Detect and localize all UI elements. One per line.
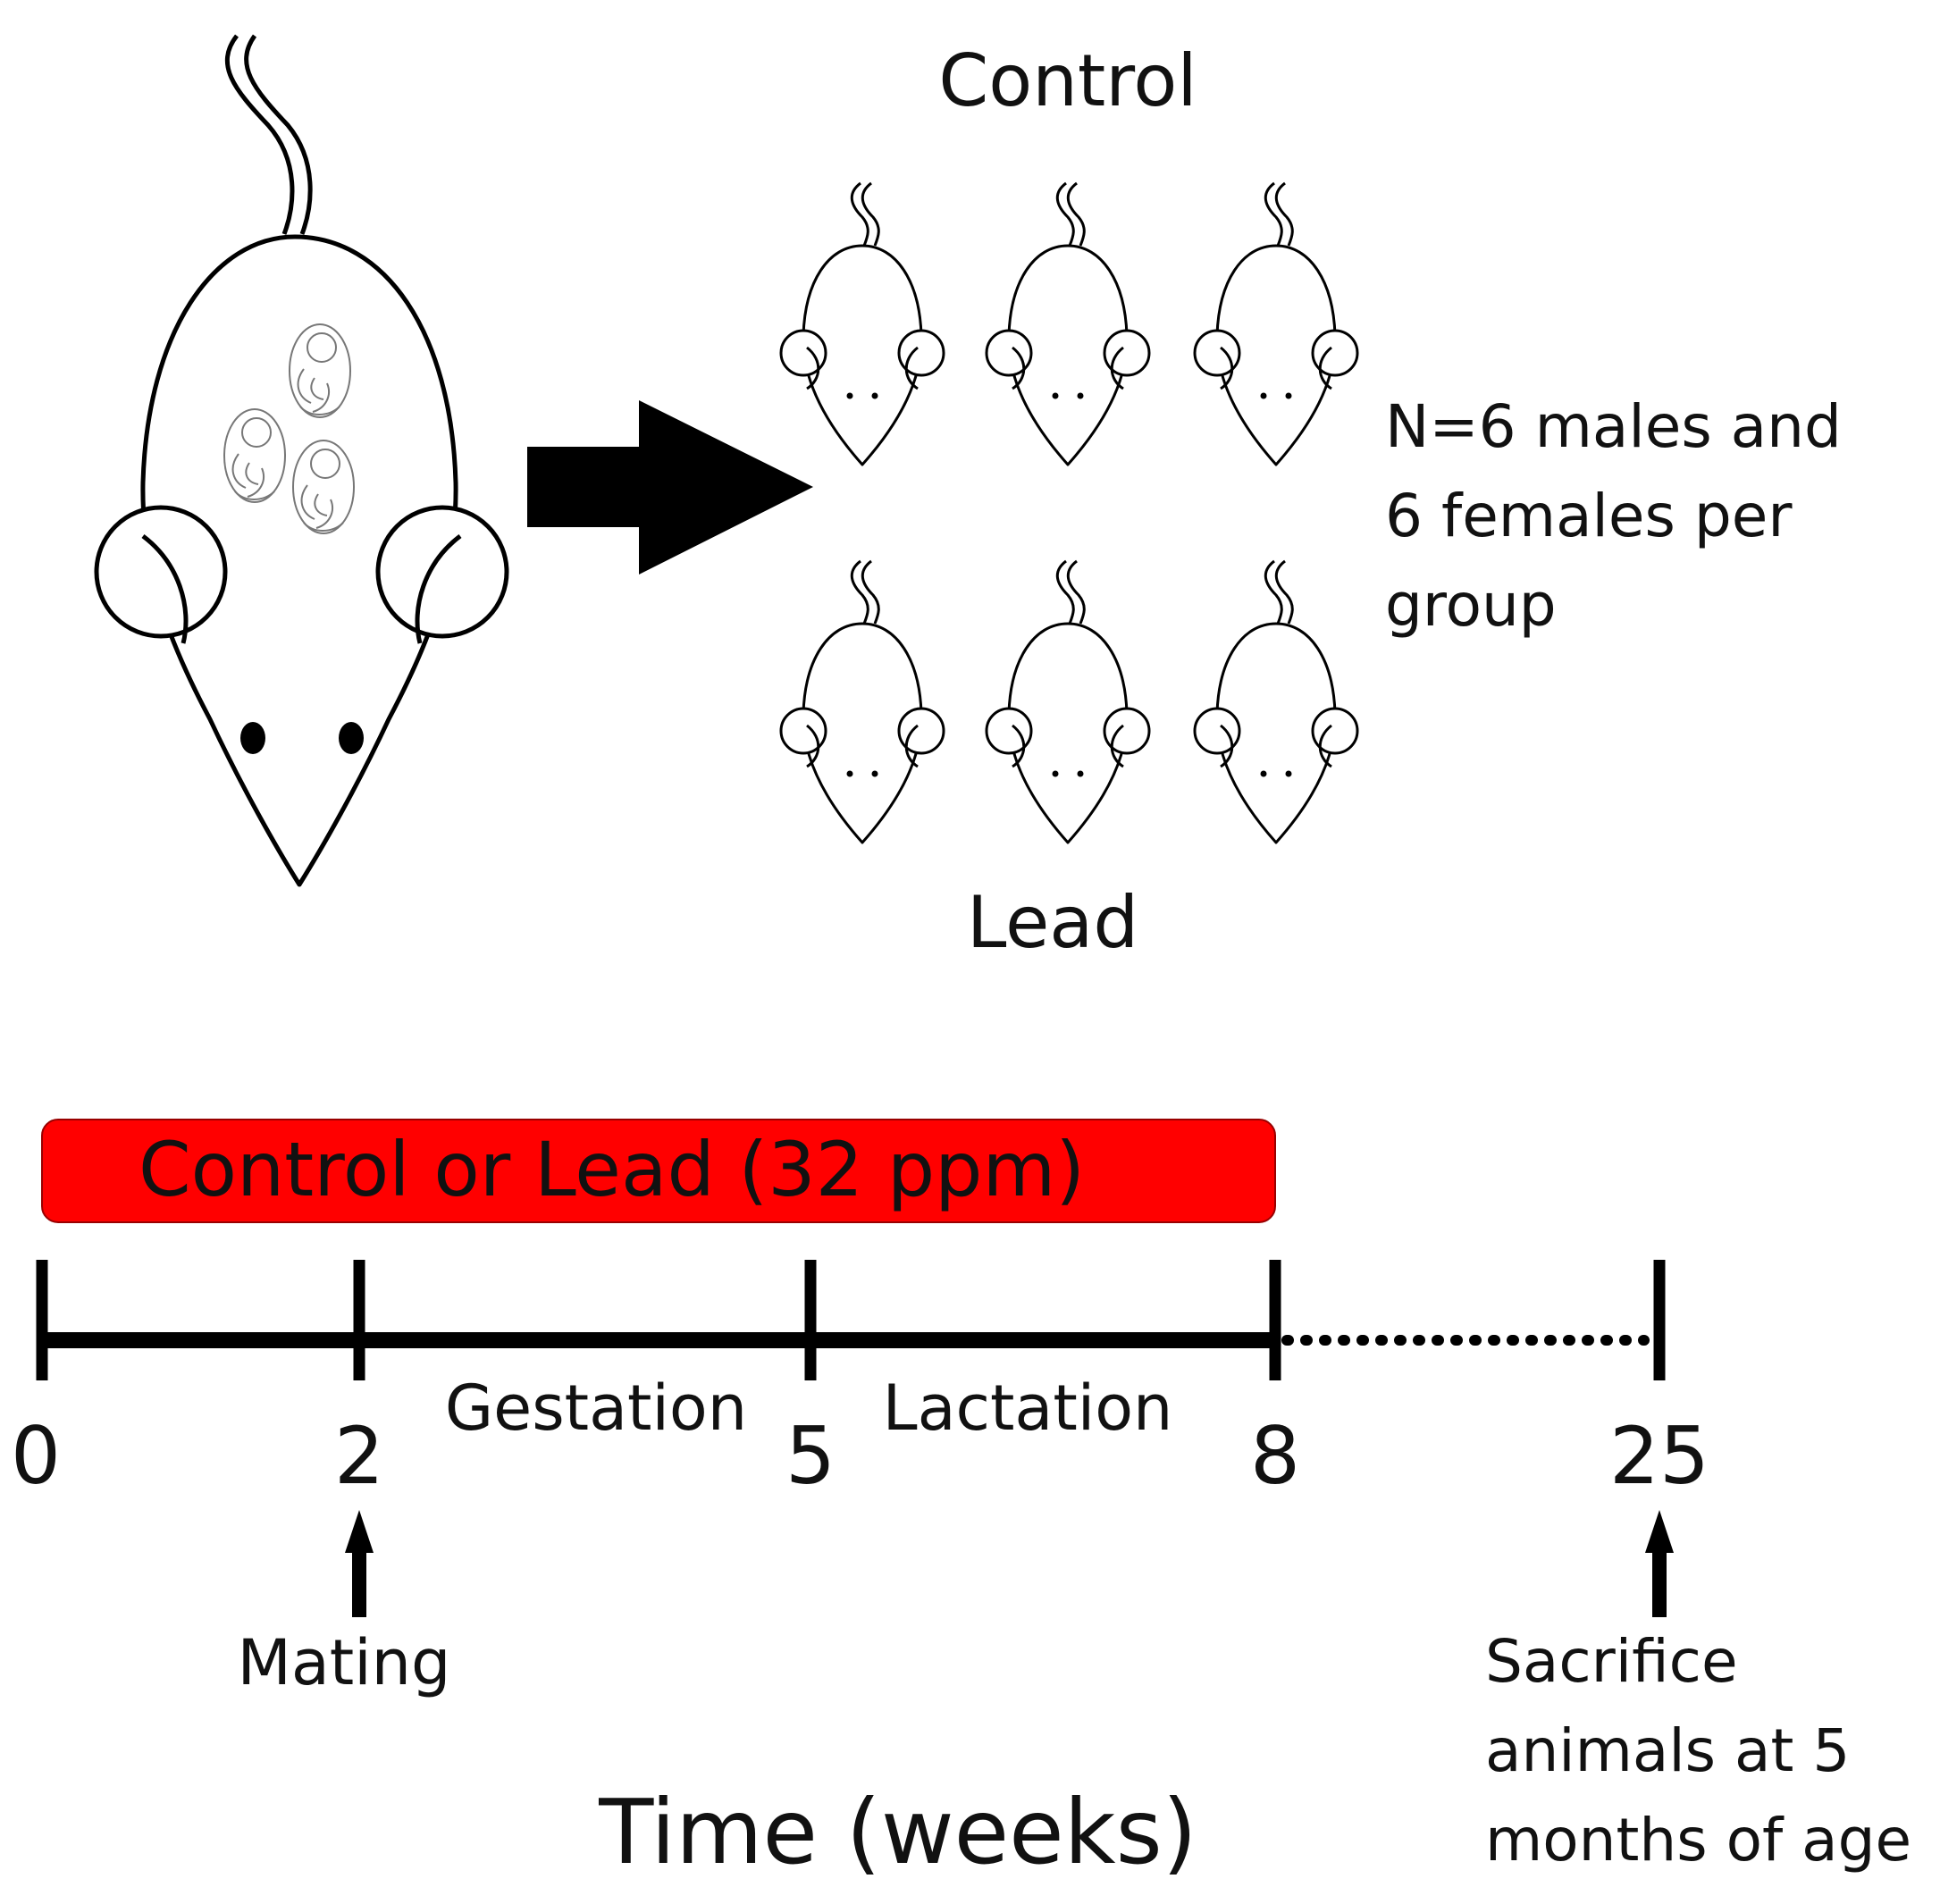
- tick-label: 5: [785, 1410, 836, 1502]
- tick-label: 25: [1609, 1410, 1709, 1502]
- control-group-label: Control: [938, 39, 1197, 122]
- treatment-bar: [41, 1119, 1276, 1223]
- lead-group-label: Lead: [967, 881, 1138, 964]
- tick-label: 2: [334, 1410, 384, 1502]
- phase-label-gestation: Gestation: [445, 1371, 747, 1445]
- pregnant-mouse-icon: [94, 34, 509, 887]
- group-size-line: N=6 males and: [1385, 392, 1842, 461]
- mouse-pup-icon: [985, 181, 1151, 466]
- sacrifice-event-label: Sacrifice animals at 5 months of age: [1485, 1627, 1911, 1875]
- sacrifice-line: months of age: [1485, 1806, 1911, 1875]
- sacrifice-line: animals at 5: [1485, 1716, 1850, 1785]
- sacrifice-line: Sacrifice: [1485, 1627, 1738, 1696]
- axis-title: Time (weeks): [598, 1780, 1197, 1884]
- group-size-note: N=6 males and 6 females per group: [1385, 392, 1860, 640]
- right-arrow-icon: [527, 400, 813, 575]
- mouse-pup-icon: [1193, 181, 1359, 466]
- mouse-pup-icon: [985, 559, 1151, 844]
- up-arrow-icon: [1645, 1510, 1674, 1617]
- group-size-line: group: [1385, 571, 1557, 640]
- timeline-axis: [36, 1260, 1666, 1380]
- treatment-bar-label: Control or Lead (32 ppm): [139, 1126, 1085, 1213]
- phase-label-lactation: Lactation: [883, 1371, 1173, 1445]
- mouse-pup-icon: [1193, 559, 1359, 844]
- up-arrow-icon: [345, 1510, 374, 1617]
- mouse-pup-icon: [779, 181, 945, 466]
- mating-event-label: Mating: [238, 1626, 451, 1699]
- tick-label: 0: [11, 1410, 61, 1502]
- mouse-pup-icon: [779, 559, 945, 844]
- tick-label: 8: [1250, 1410, 1300, 1502]
- group-size-line: 6 females per: [1385, 482, 1793, 550]
